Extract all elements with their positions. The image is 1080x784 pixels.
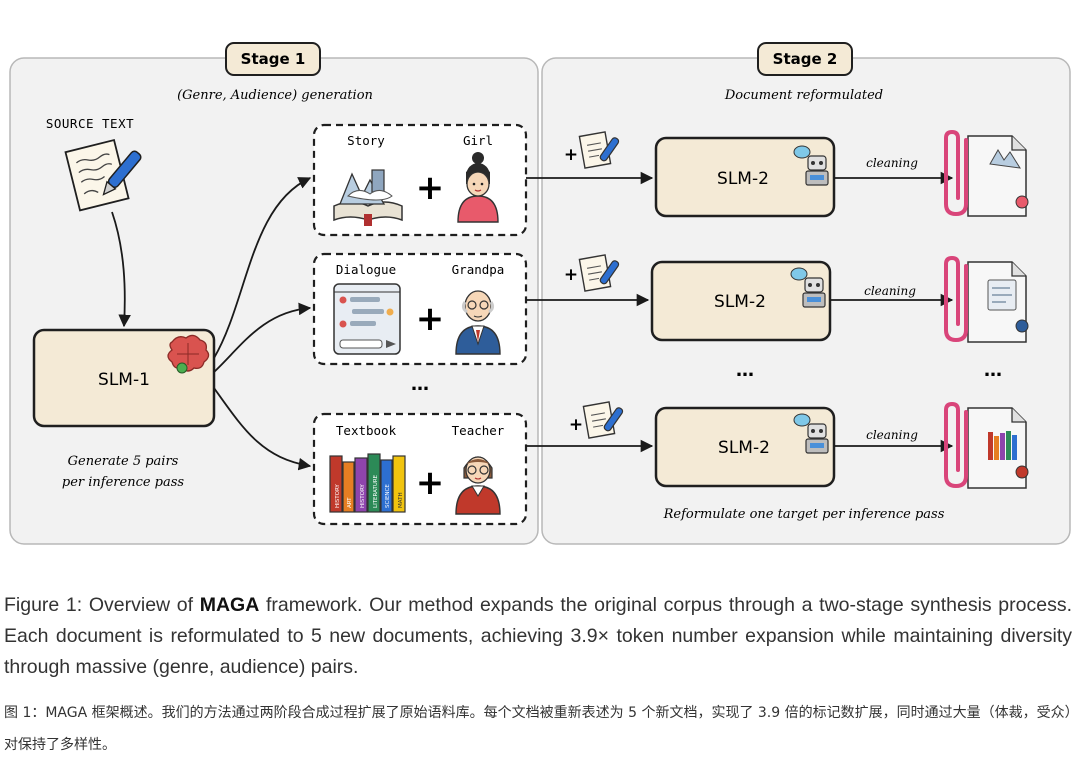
slm1-note-line2: per inference pass: [62, 475, 185, 490]
storybook-icon: [333, 169, 403, 226]
slm2-box-2: [650, 260, 832, 342]
spine-1: HISTORY: [335, 484, 341, 508]
stage1-heading: (Genre, Audience) generation: [177, 88, 373, 103]
slm2-box-3: [654, 406, 836, 488]
output-document-icon-3: [944, 401, 1029, 489]
output-document-icon-1: [944, 129, 1029, 217]
output-ellipsis: …: [984, 360, 1002, 381]
plus-sign-2: +: [564, 265, 578, 285]
document-pen-icon: [64, 138, 142, 212]
robot-icon-2: [790, 267, 826, 308]
reformulation-row-3: + SLM-2 cleaning: [526, 401, 1029, 489]
plus-icon-1: +: [416, 168, 445, 208]
pair-box-dialogue-grandpa: Dialogue Grandpa +: [312, 252, 528, 366]
audience-label-teacher: Teacher: [452, 423, 505, 438]
stage2-title: Stage 2: [773, 50, 838, 68]
genre-label-dialogue: Dialogue: [336, 262, 396, 277]
caption-prefix: Figure 1: Overview of: [4, 594, 200, 616]
teacher-avatar-icon: [455, 456, 501, 515]
caption-body: framework. Our method expands the origin…: [4, 594, 1073, 678]
spine-5: SCIENCE: [385, 484, 391, 508]
plus-sign-1: +: [564, 145, 578, 165]
edge-label-cleaning-1: cleaning: [866, 156, 918, 170]
pen-paper-icon-1: [578, 131, 620, 169]
stage2-badge: Stage 2: [757, 42, 853, 76]
arrow-slm1-to-textbook: [213, 387, 312, 471]
caption-framework-name: MAGA: [199, 594, 260, 616]
robot-icon-3: [793, 413, 829, 454]
arrow-source-to-slm1: [111, 211, 131, 328]
edge-label-cleaning-3: cleaning: [866, 428, 918, 442]
slm2-label-1: SLM-2: [717, 169, 769, 189]
slm2-ellipsis: …: [736, 360, 754, 381]
edge-label-cleaning-2: cleaning: [864, 284, 916, 298]
pen-paper-icon-2: [578, 254, 620, 292]
plus-icon-3: +: [416, 463, 445, 503]
stage2-heading: Document reformulated: [724, 88, 883, 103]
stage1-title: Stage 1: [241, 50, 306, 68]
spine-6: MATH: [398, 492, 404, 508]
audience-label-girl: Girl: [463, 133, 493, 148]
arrow-slm1-to-dialogue: [213, 302, 312, 373]
textbooks-icon: HISTORY ART HISTORY LITERATURE SCIENCE M…: [329, 453, 406, 513]
plus-sign-3: +: [569, 415, 583, 435]
arrow-slm1-to-story: [213, 177, 312, 359]
plus-icon-2: +: [416, 299, 445, 339]
slm1-label: SLM-1: [98, 370, 150, 390]
slm1-box: SLM-1: [32, 328, 216, 428]
pair-box-story-girl: Story Girl +: [312, 123, 528, 237]
slm2-label-3: SLM-2: [718, 438, 770, 458]
figure-caption-chinese: 图 1：MAGA 框架概述。我们的方法通过两阶段合成过程扩展了原始语料库。每个文…: [4, 705, 1072, 753]
pair-ellipsis: …: [411, 374, 429, 395]
stage1-badge: Stage 1: [225, 42, 321, 76]
spine-3: HISTORY: [360, 484, 366, 508]
slm2-label-2: SLM-2: [714, 292, 766, 312]
spine-2: ART: [347, 497, 353, 508]
output-document-icon-2: [944, 255, 1029, 343]
framework-diagram: Stage 1 Stage 2 (Genre, Audience) genera…: [9, 42, 1071, 545]
genre-label-story: Story: [347, 133, 385, 148]
figure-caption-english: Figure 1: Overview of MAGA framework. Ou…: [4, 590, 1072, 683]
pair-box-textbook-teacher: Textbook Teacher HISTORY ART HISTORY LIT…: [312, 412, 528, 526]
slm1-note-line1: Generate 5 pairs: [68, 454, 179, 469]
stage2-footer: Reformulate one target per inference pas…: [663, 507, 945, 522]
spine-4: LITERATURE: [373, 474, 379, 508]
robot-icon-1: [793, 145, 829, 186]
chat-window-icon: [333, 283, 401, 355]
pen-paper-icon-3: [582, 401, 624, 439]
brain-icon: [167, 334, 210, 374]
grandpa-avatar-icon: [455, 290, 501, 355]
reformulation-row-2: + SLM-2 cleaning: [526, 254, 1029, 343]
reformulation-row-1: + SLM-2 cleaning: [526, 129, 1029, 218]
girl-avatar-icon: [457, 152, 499, 223]
slm2-box-1: [654, 136, 836, 218]
genre-label-textbook: Textbook: [336, 423, 397, 438]
source-text-label: SOURCE TEXT: [46, 116, 134, 131]
audience-label-grandpa: Grandpa: [452, 262, 505, 277]
